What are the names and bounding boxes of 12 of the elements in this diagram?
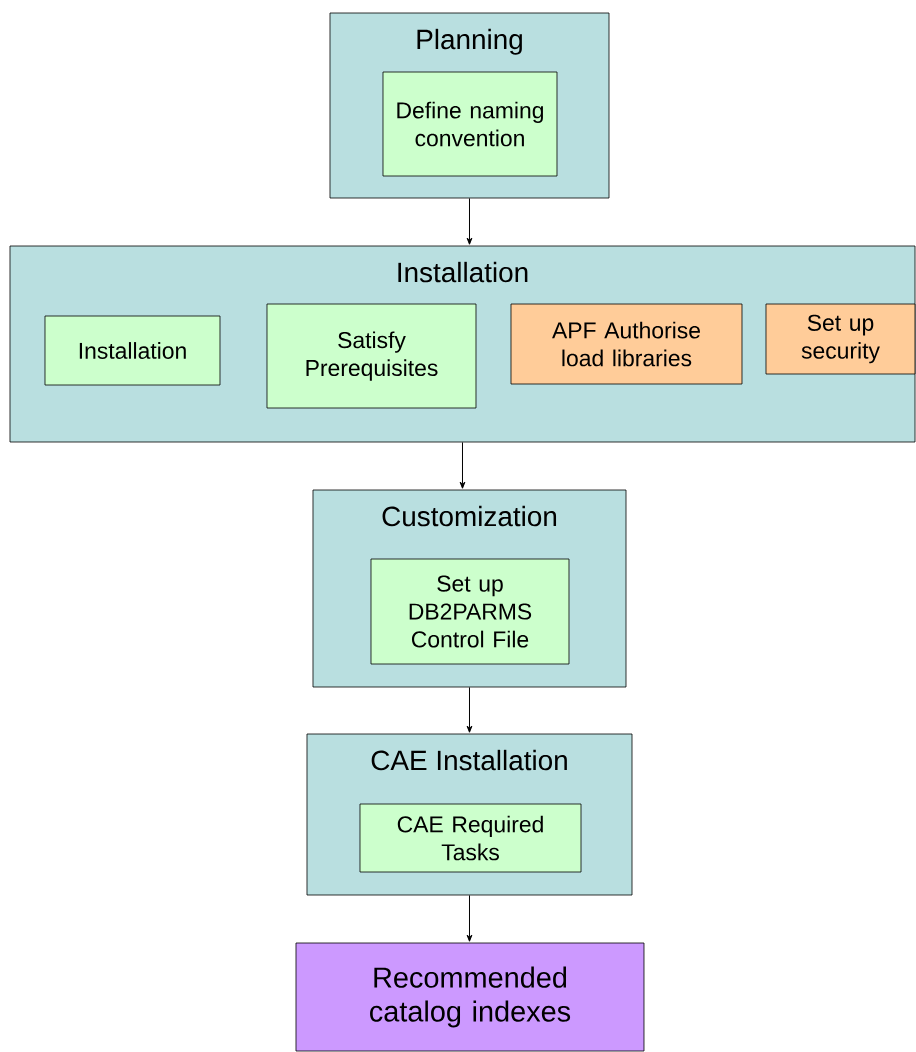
task-box: Set up DB2PARMS Control File	[370, 558, 570, 665]
task-box: Installation	[44, 315, 221, 386]
arrow	[466, 686, 473, 733]
arrow	[466, 197, 473, 245]
arrow	[466, 894, 473, 942]
arrow	[459, 441, 466, 489]
task-box: Define naming convention	[382, 71, 558, 177]
task-box: Satisfy Prerequisites	[266, 303, 477, 409]
task-box: CAE Required Tasks	[359, 803, 582, 873]
task-box: APF Authorise load libraries	[510, 303, 743, 385]
task-box: Set up security	[765, 303, 916, 375]
result-box: Recommended catalog indexes	[295, 942, 645, 1052]
